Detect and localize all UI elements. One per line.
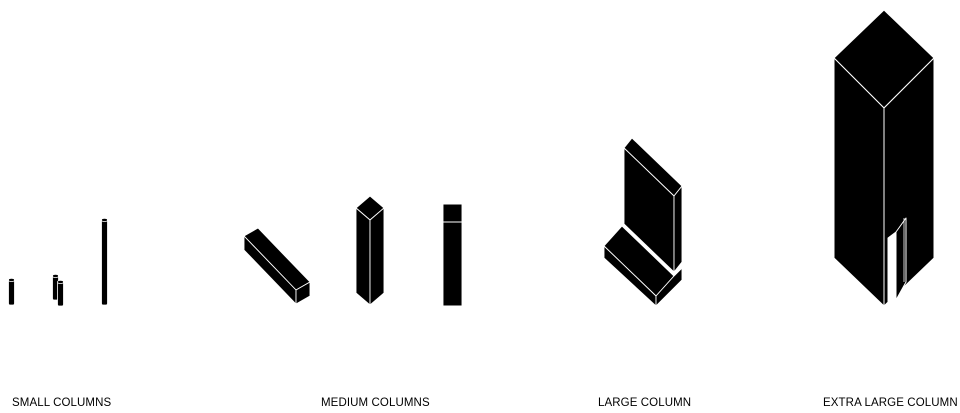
caption-medium-columns: MEDIUM COLUMNS <box>321 397 430 409</box>
medium-columns-group <box>243 195 463 307</box>
medium-beam <box>243 227 311 305</box>
extra-large-column <box>833 9 935 307</box>
caption-large-column: LARGE COLUMN <box>598 397 692 409</box>
small-column-4 <box>101 217 108 306</box>
caption-extra-large-column: EXTRA LARGE COLUMN <box>823 397 958 409</box>
small-column-1 <box>8 277 15 306</box>
medium-flat-column <box>442 203 463 307</box>
medium-prism <box>355 195 385 306</box>
small-column-3 <box>57 279 64 307</box>
large-column <box>603 137 683 307</box>
small-columns-group <box>8 217 108 307</box>
caption-small-columns: SMALL COLUMNS <box>12 397 112 409</box>
